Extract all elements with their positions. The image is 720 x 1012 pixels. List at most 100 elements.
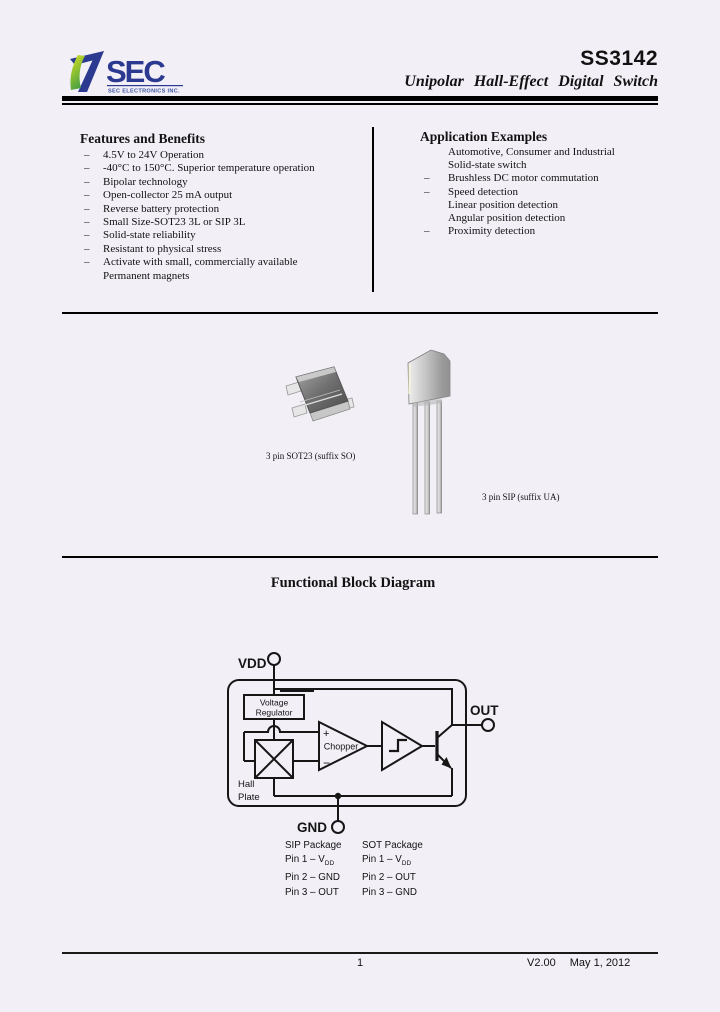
application-text: Angular position detection: [448, 212, 566, 225]
page-number: 1: [356, 957, 364, 969]
gnd-terminal: [331, 820, 345, 834]
schmitt-trigger: [381, 720, 424, 772]
application-item: Solid-state switch: [424, 159, 664, 172]
application-text: Solid-state switch: [448, 159, 527, 172]
application-text: Brushless DC motor commutation: [448, 172, 599, 185]
sot23-package-image: [285, 366, 355, 422]
hall-label-line1: Hall: [238, 779, 254, 790]
hall-plate-x: [254, 739, 294, 779]
features-title: Features and Benefits: [80, 131, 205, 146]
transistor-collector: [436, 724, 453, 739]
bullet-dash: [424, 212, 448, 225]
sot-pin1: Pin 1 – VDD: [362, 853, 439, 871]
sip-pin1: Pin 1 – VDD: [285, 853, 362, 871]
feature-item: –-40°C to 150°C. Superior temperature op…: [84, 162, 369, 175]
emitter-arrow: [441, 757, 452, 769]
bullet-dash: –: [84, 229, 90, 242]
bullet-dash: –: [424, 185, 430, 198]
sot-pinout-column: SOT Package Pin 1 – VDD Pin 2 – OUT Pin …: [362, 839, 439, 900]
application-item: Linear position detection: [424, 199, 664, 212]
sip-lead-shoulder: [413, 399, 442, 407]
feature-item: –Solid-state reliability: [84, 229, 369, 242]
sip-lead: [424, 401, 430, 515]
doc-date: May 1, 2012: [569, 957, 631, 969]
application-item: – Speed detection: [424, 186, 664, 199]
sip-pin3: Pin 3 – OUT: [285, 886, 339, 898]
part-number: SS3142: [580, 47, 658, 70]
sec-logo: SEC SEC ELECTRONICS INC.: [70, 51, 183, 95]
sip-pinout-column: SIP Package Pin 1 – VDD Pin 2 – GND Pin …: [285, 839, 362, 900]
sip-lead: [412, 402, 418, 515]
feature-text: Activate with small, commercially availa…: [103, 256, 298, 269]
sip-pin1-subscript: DD: [324, 860, 335, 868]
footer-rule: [62, 952, 658, 954]
bullet-dash: –: [424, 172, 430, 185]
application-text: Linear position detection: [448, 198, 558, 211]
application-text: Speed detection: [448, 185, 518, 198]
hall-label-line2: Plate: [238, 792, 260, 803]
application-item: Automotive, Consumer and Industrial: [424, 146, 664, 159]
sip-pinout-title: SIP Package: [285, 840, 342, 851]
application-item: Angular position detection: [424, 212, 664, 225]
feature-text: Resistant to physical stress: [103, 242, 222, 255]
feature-text: Open-collector 25 mA output: [103, 189, 233, 202]
feature-item: –Open-collector 25 mA output: [84, 189, 369, 202]
feature-item: –Small Size-SOT23 3L or SIP 3L: [84, 216, 369, 229]
regulator-label-line1: Voltage: [260, 698, 289, 708]
sip-pin2: Pin 2 – GND: [285, 872, 340, 884]
sip-lead: [436, 400, 442, 514]
header-rule-thin: [62, 103, 658, 105]
bullet-dash: [84, 270, 103, 283]
feature-text: 4.5V to 24V Operation: [103, 149, 205, 161]
supply-out-rail: [274, 688, 482, 726]
feature-item: –Bipolar technology: [84, 176, 369, 189]
functional-block-diagram: VDD OUT GND Voltage Regulator + − Choppe…: [227, 652, 499, 835]
sip-package-image: [407, 349, 451, 515]
bullet-dash: –: [84, 149, 90, 161]
bullet-dash: –: [424, 225, 430, 238]
feature-text: Small Size-SOT23 3L or SIP 3L: [103, 216, 246, 229]
application-text: Proximity detection: [448, 225, 536, 238]
sip-pin1-text: Pin 1 – V: [285, 854, 325, 866]
sot-pinout-title: SOT Package: [362, 840, 423, 851]
application-item: – Proximity detection: [424, 225, 664, 238]
sot23-label: 3 pin SOT23 (suffix SO): [266, 451, 356, 461]
column-divider: [372, 127, 374, 292]
sot-pin2: Pin 2 – OUT: [362, 872, 416, 884]
regulator-label-line2: Regulator: [256, 708, 293, 718]
applications-list: Automotive, Consumer and Industrial Soli…: [424, 146, 664, 238]
application-item: – Brushless DC motor commutation: [424, 172, 664, 185]
sip-label: 3 pin SIP (suffix UA): [482, 492, 560, 502]
feature-text: Solid-state reliability: [103, 229, 196, 242]
header-rule-thick: [62, 96, 658, 101]
bullet-dash: [424, 159, 448, 172]
applications-title: Application Examples: [420, 129, 548, 144]
sip-body-highlight: [408, 364, 411, 394]
vdd-label: VDD: [238, 656, 267, 671]
bullet-dash: –: [84, 256, 90, 269]
sot23-top-highlight: [296, 367, 336, 382]
diagram-title: Functional Block Diagram: [270, 575, 436, 591]
bullet-dash: [424, 146, 448, 159]
chopper-label: Chopper: [324, 742, 359, 752]
hysteresis-icon: [389, 738, 407, 753]
doc-subtitle: Unipolar Hall-Effect Digital Switch: [404, 73, 658, 90]
feature-text: Bipolar technology: [103, 175, 188, 188]
sot23-lead: [291, 403, 308, 418]
application-text: Automotive, Consumer and Industrial: [448, 146, 615, 158]
feature-text: Reverse battery protection: [103, 202, 220, 215]
bullet-dash: [424, 199, 448, 212]
sec-logo-emblem: [70, 51, 104, 92]
sot-pin1-subscript: DD: [401, 860, 412, 868]
gnd-label: GND: [297, 820, 327, 835]
vdd-terminal: [267, 652, 281, 666]
bullet-dash: –: [84, 175, 90, 188]
pinout-table: SIP Package Pin 1 – VDD Pin 2 – GND Pin …: [285, 839, 439, 900]
feature-text: -40°C to 150°C. Superior temperature ope…: [103, 162, 315, 175]
sec-logo-tagline: SEC ELECTRONICS INC.: [108, 89, 180, 95]
out-label: OUT: [470, 703, 499, 718]
section-rule-1: [62, 312, 658, 314]
feature-text: Permanent magnets: [103, 269, 190, 282]
